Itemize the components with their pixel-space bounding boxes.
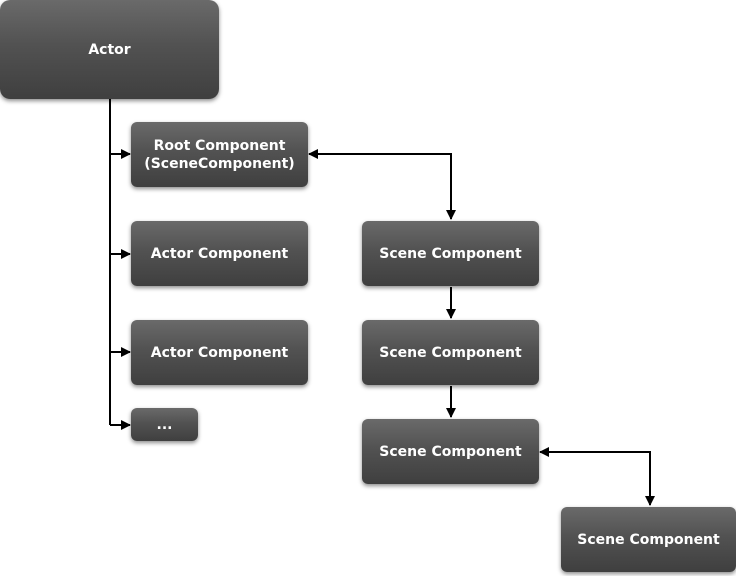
actor-label: Actor <box>88 41 131 58</box>
actor-component-label-2: Actor Component <box>150 344 289 361</box>
scene-component-node-1: Scene Component <box>362 221 539 286</box>
scene-component-node-2: Scene Component <box>362 320 539 385</box>
scene-component-label-2: Scene Component <box>379 344 522 361</box>
scene-component-label-4: Scene Component <box>577 531 720 548</box>
scene-component-node-3: Scene Component <box>362 419 539 484</box>
scene-component-node-4: Scene Component <box>561 507 736 572</box>
more-components-node: ... <box>131 408 198 441</box>
scene-component-label-1: Scene Component <box>379 245 522 262</box>
root-component-node: Root Component (SceneComponent) <box>131 122 308 187</box>
actor-component-node-1: Actor Component <box>131 221 308 286</box>
scene-component-label-3: Scene Component <box>379 443 522 460</box>
root-to-scene-component-1-connector <box>308 149 456 220</box>
root-component-label: Root Component (SceneComponent) <box>144 137 295 172</box>
actor-component-label-1: Actor Component <box>150 245 289 262</box>
more-components-label: ... <box>156 416 173 433</box>
actor-component-node-2: Actor Component <box>131 320 308 385</box>
actor-node: Actor <box>0 0 219 99</box>
scene-3-to-scene-4-connector <box>539 447 655 506</box>
